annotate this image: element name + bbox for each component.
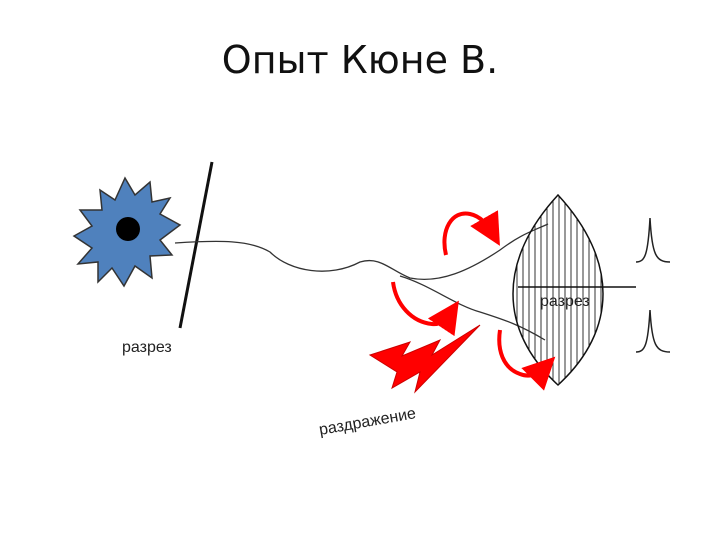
lightning-stimulus-icon xyxy=(368,324,481,394)
stimulus-label: раздражение xyxy=(318,405,418,439)
neuron-cell-icon xyxy=(72,176,182,288)
nucleus xyxy=(116,217,140,241)
cut-label-left: разрез xyxy=(122,339,172,356)
cut-line-left xyxy=(178,161,214,329)
curved-arrow-icon xyxy=(497,329,556,391)
cut-label-right: разрез xyxy=(540,293,590,310)
curved-arrow-icon xyxy=(442,210,500,256)
muscle-icon xyxy=(512,193,604,387)
nerve-fibers xyxy=(174,223,549,341)
action-potential-icon xyxy=(635,217,671,263)
slide-title: Опыт Кюне В. xyxy=(221,38,499,82)
action-potential-icon xyxy=(635,309,671,353)
curved-arrow-icon xyxy=(391,281,459,337)
